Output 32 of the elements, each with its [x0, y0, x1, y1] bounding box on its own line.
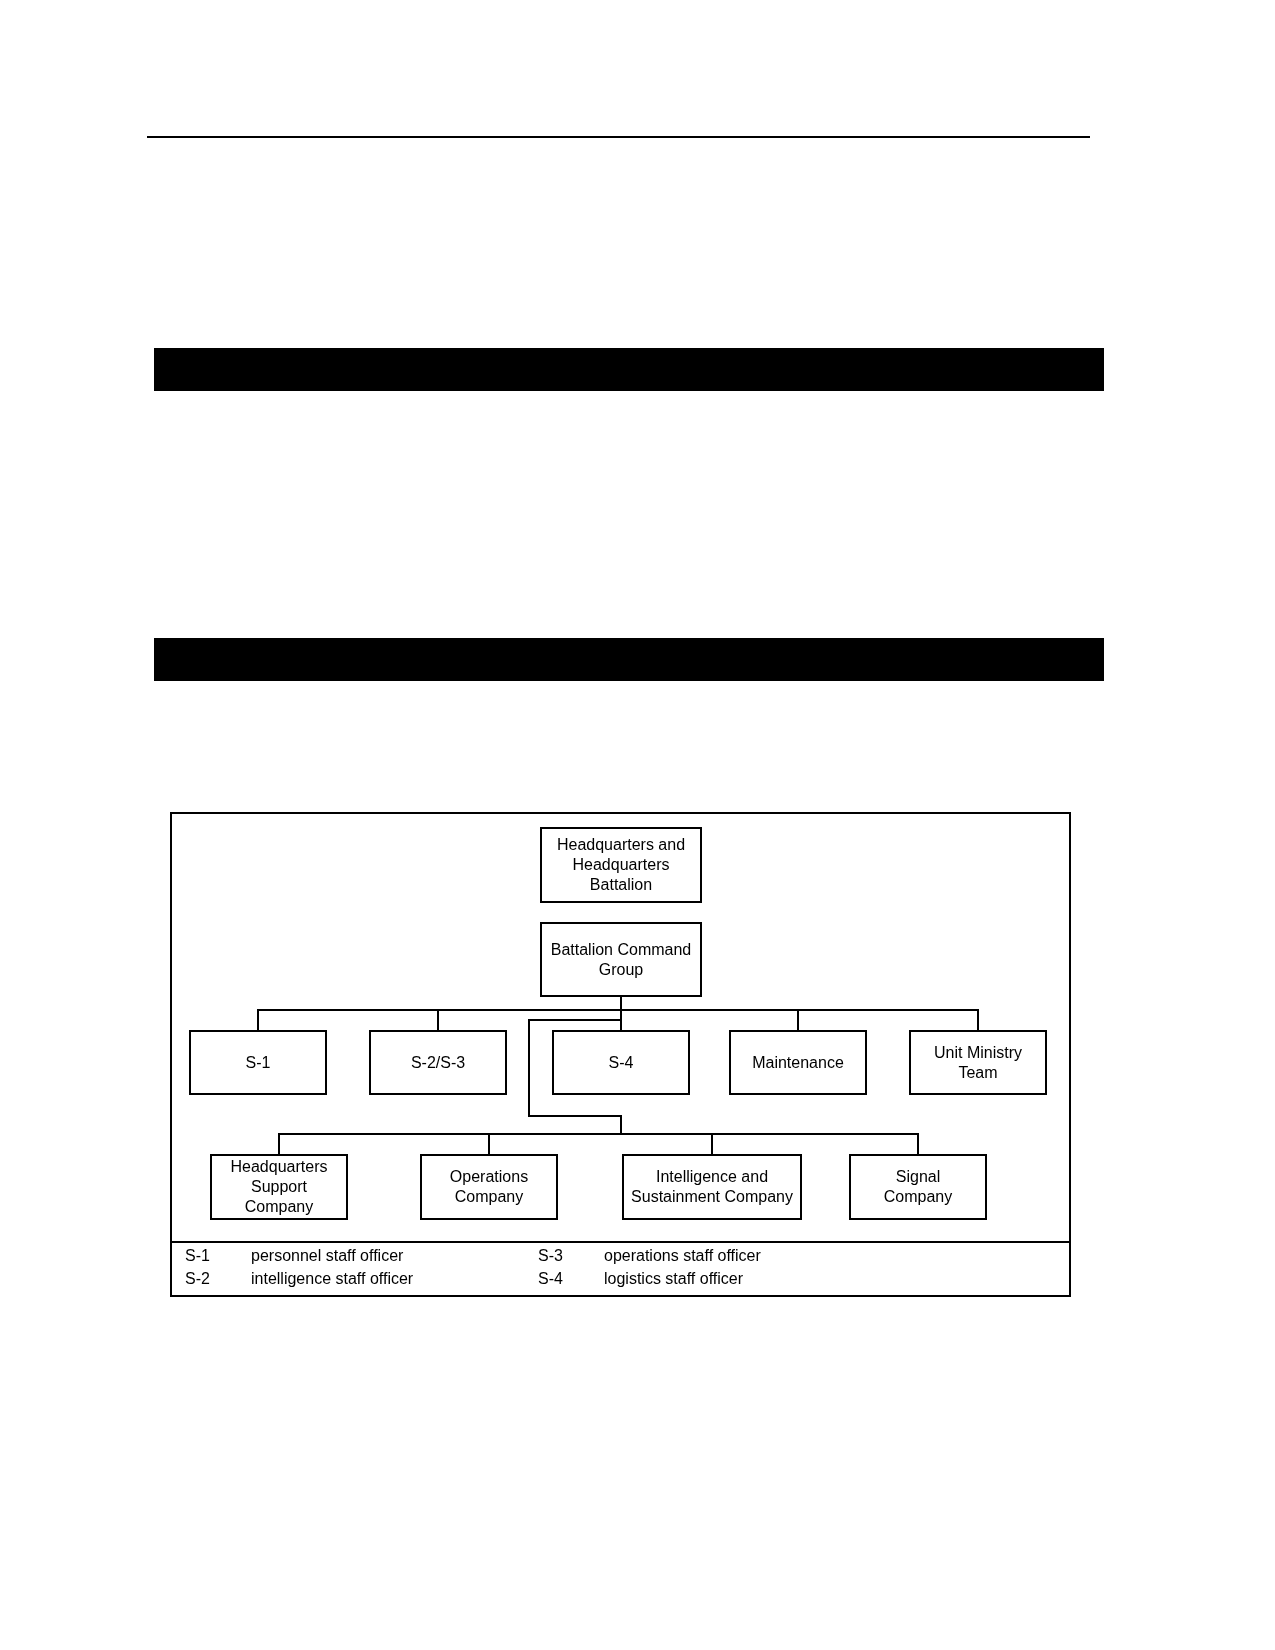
- abbreviation: S-4: [538, 1269, 563, 1289]
- unit-name: Battalion Command Group: [549, 939, 693, 980]
- unit-name: S-2/S-3: [410, 1052, 466, 1073]
- org-box: [622, 1154, 802, 1220]
- org-box: [189, 1030, 327, 1095]
- unit-name: Headquarters Support Company: [229, 1157, 329, 1217]
- connector-line: [620, 1133, 919, 1155]
- unit-name: Signal Company: [882, 1167, 954, 1207]
- org-box: [729, 1030, 867, 1095]
- abbreviation-meaning: personnel staff officer: [251, 1246, 404, 1266]
- unit-name: Intelligence and Sustainment Company: [630, 1167, 794, 1207]
- abbreviation: S-1: [185, 1246, 210, 1266]
- org-box: [849, 1154, 987, 1220]
- abbreviation: S-3: [538, 1246, 563, 1266]
- unit-name: S-4: [608, 1052, 634, 1073]
- unit-name: S-1: [245, 1052, 271, 1073]
- org-box: [420, 1154, 558, 1220]
- abbreviation-meaning: logistics staff officer: [604, 1269, 744, 1289]
- org-box: [540, 922, 702, 997]
- org-box: [210, 1154, 348, 1220]
- org-box: [909, 1030, 1047, 1095]
- unit-name: Headquarters and Headquarters Battalion: [555, 835, 687, 895]
- org-box: [369, 1030, 507, 1095]
- abbreviation-meaning: operations staff officer: [604, 1246, 761, 1266]
- unit-name: Operations Company: [448, 1167, 530, 1207]
- org-box: [552, 1030, 690, 1095]
- unit-name: Maintenance: [752, 1052, 844, 1073]
- unit-name: Unit Ministry Team: [933, 1042, 1023, 1083]
- abbreviation: S-2: [185, 1269, 210, 1289]
- org-box: [540, 827, 702, 903]
- abbreviation-meaning: intelligence staff officer: [251, 1269, 414, 1289]
- connector-line: [488, 1133, 622, 1155]
